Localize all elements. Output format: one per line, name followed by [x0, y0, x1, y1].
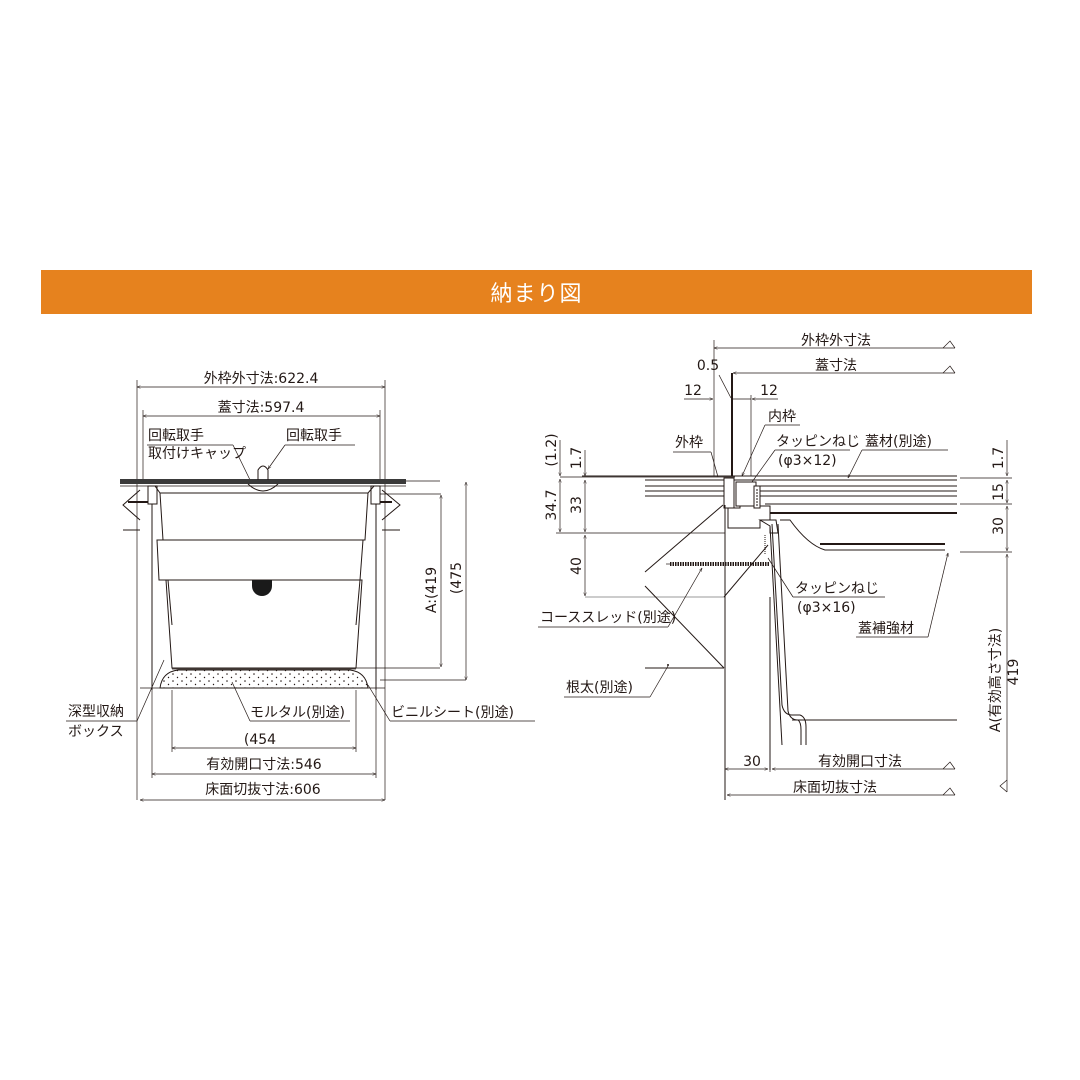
dim-v-40: 40: [569, 557, 585, 575]
dim-height-total: (475: [449, 562, 465, 594]
drain-hole-icon: [252, 580, 272, 596]
dim-left-12: 12: [684, 383, 702, 399]
dim-v-30: 30: [991, 517, 1007, 535]
dim-h-30: 30: [743, 754, 761, 770]
label-tapping-screw-2-spec: (φ3×16): [797, 600, 856, 616]
label-storage-box-2: ボックス: [68, 724, 124, 740]
lid-material-layers: [582, 475, 957, 514]
dim-right-outer-frame: 外枠外寸法: [801, 333, 871, 349]
dim-floor-cut: 床面切抜寸法:606: [205, 782, 321, 798]
dim-v-1-7-left: 1.7: [569, 447, 585, 469]
dim-v-a-value: 419: [1006, 659, 1022, 686]
label-handle-cap-2: 取付けキャップ: [148, 446, 246, 462]
dim-lid: 蓋寸法:597.4: [218, 400, 305, 416]
dim-v-1-2: (1.2): [544, 433, 560, 466]
dim-right-lid: 蓋寸法: [815, 358, 857, 374]
dim-v-1-7-right: 1.7: [991, 447, 1007, 469]
label-lid-material: 蓋材(別途): [865, 433, 932, 450]
dim-gap-0-5: 0.5: [697, 358, 719, 374]
label-outer-frame: 外枠: [675, 435, 703, 451]
label-handle-cap-1: 回転取手: [148, 428, 204, 444]
dim-v-33: 33: [569, 496, 585, 514]
label-handle: 回転取手: [286, 428, 342, 444]
label-vinyl-sheet: ビニルシート(別途): [391, 704, 514, 721]
box-wall: [771, 523, 807, 745]
dim-right-12: 12: [760, 383, 778, 399]
label-joist: 根太(別途): [566, 679, 633, 696]
dim-opening: 有効開口寸法:546: [206, 757, 322, 773]
dim-outer-frame: 外枠外寸法:622.4: [204, 371, 319, 387]
label-storage-box-1: 深型収納: [68, 704, 124, 720]
header-banner: 納まり図: [41, 270, 1032, 314]
rotary-handle-icon: [257, 465, 269, 480]
dim-right-opening: 有効開口寸法: [818, 754, 902, 770]
label-coarse-thread: コーススレッド(別途): [540, 609, 676, 626]
label-tapping-screw-1-spec: (φ3×12): [778, 453, 837, 469]
dim-v-15: 15: [991, 483, 1007, 501]
storage-box-upper: [159, 492, 369, 541]
dim-right-floor-cut: 床面切抜寸法: [793, 780, 877, 796]
dim-height-a: A:(419: [424, 567, 440, 613]
left-section-view: 外枠外寸法:622.4 蓋寸法:597.4 回転取手 取付けキャップ 回転取手: [66, 371, 535, 802]
label-lid-reinforcement: 蓋補強材: [858, 621, 914, 637]
frame-profile: [723, 477, 779, 534]
dim-v-a-label: A(有効高さ寸法): [987, 628, 1004, 733]
label-inner-frame: 内枠: [768, 409, 796, 425]
label-mortar: モルタル(別途): [250, 704, 345, 721]
label-tapping-screw-2: タッピンねじ: [795, 581, 879, 597]
label-tapping-screw-1: タッピンねじ: [776, 434, 860, 450]
dim-inner-454: (454: [244, 732, 276, 748]
mortar-bed: [159, 669, 369, 689]
lid-reinforcement: [780, 519, 945, 551]
page-title: 納まり図: [490, 282, 583, 307]
right-detail-view: 外枠外寸法 蓋寸法 0.5 12 12 内枠 外枠 タッピンねじ (φ3×12)…: [538, 333, 1022, 800]
lid-plate: [120, 479, 406, 484]
dim-v-34-7: 34.7: [544, 489, 560, 520]
